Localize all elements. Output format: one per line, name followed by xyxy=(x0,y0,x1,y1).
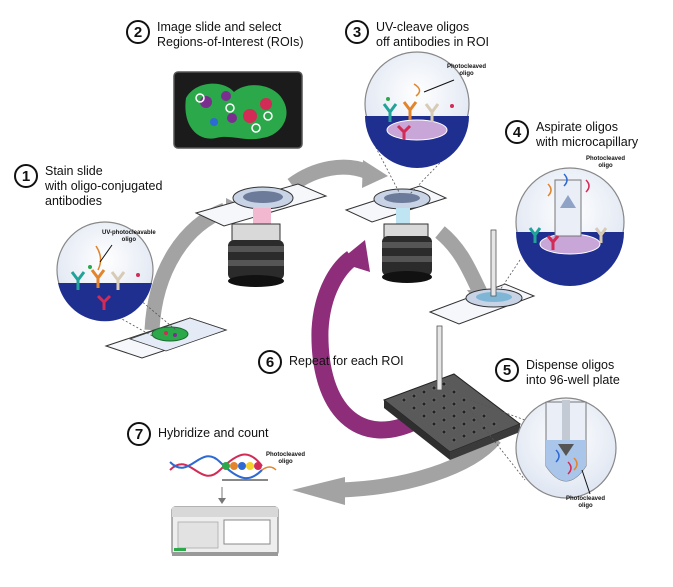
step-7-line-1: Hybridize and count xyxy=(158,426,269,440)
step-1-line-3: antibodies xyxy=(45,194,102,208)
photocleaved-oligo-label-step3: Photocleaved oligo xyxy=(447,64,487,77)
step-2-line-2: Regions-of-Interest (ROIs) xyxy=(157,35,304,49)
step-4-aspirate: 4 Aspirate oligos with microcapillary xyxy=(505,120,638,150)
aspiration-zoom-step4 xyxy=(515,167,625,286)
step-number-badge: 4 xyxy=(505,120,529,144)
well-zoom-step5 xyxy=(515,397,617,499)
step-6-line-1: Repeat for each ROI xyxy=(289,354,404,368)
cycle-arrow-top xyxy=(287,159,371,192)
microscope-step2 xyxy=(194,183,328,287)
step-number-badge: 6 xyxy=(258,350,282,374)
step-2-image: 2 Image slide and select Regions-of-Inte… xyxy=(126,20,304,50)
photocleaved-oligo-label-step7: Photocleaved oligo xyxy=(266,452,306,465)
96-well-plate xyxy=(382,325,522,460)
step-number-badge: 7 xyxy=(127,422,151,446)
cycle-arrow-left xyxy=(144,202,228,331)
step-4-line-2: with microcapillary xyxy=(536,135,639,149)
stain-slide xyxy=(104,317,228,359)
photocleaved-oligo-label-step4: Photocleaved oligo xyxy=(586,156,626,169)
ncounter-instrument xyxy=(171,506,279,556)
step-number-badge: 5 xyxy=(495,358,519,382)
step-4-line-1: Aspirate oligos xyxy=(536,120,618,134)
uv-photocleavable-oligo-label: UV-photocleavable oligo xyxy=(102,230,156,243)
cycle-arrow-bottom xyxy=(339,432,501,498)
photocleaved-oligo-label-step5: Photocleaved oligo xyxy=(566,496,606,509)
step-1-line-2: with oligo-conjugated xyxy=(45,179,163,193)
step-2-line-1: Image slide and select xyxy=(157,20,282,34)
roi-image-monitor xyxy=(173,71,303,149)
hybridization-strand xyxy=(169,453,277,504)
step-5-line-1: Dispense oligos xyxy=(526,358,615,372)
repeat-arrow xyxy=(311,251,422,439)
step-6-repeat: 6 Repeat for each ROI xyxy=(258,350,404,374)
capillary-slide-step4 xyxy=(428,229,536,325)
step-3-uv-cleave: 3 UV-cleave oligos off antibodies in ROI xyxy=(345,20,489,50)
step-3-line-1: UV-cleave oligos xyxy=(376,20,470,34)
cycle-arrowhead-bottom xyxy=(292,477,345,505)
cycle-arrow-right xyxy=(435,226,487,296)
repeat-arrowhead xyxy=(338,240,370,272)
step-3-line-2: off antibodies in ROI xyxy=(376,35,490,49)
step-number-badge: 1 xyxy=(14,164,38,188)
step-1-line-1: Stain slide xyxy=(45,164,103,178)
microscope-step3 xyxy=(344,185,448,283)
step-number-badge: 3 xyxy=(345,20,369,44)
cycle-arrowhead-top xyxy=(362,160,388,188)
step-7-hybridize: 7 Hybridize and count xyxy=(127,422,268,446)
step-5-dispense: 5 Dispense oligos into 96-well plate xyxy=(495,358,620,388)
step-5-line-2: into 96-well plate xyxy=(526,373,620,387)
step-1-stain: 1 Stain slide with oligo-conjugated anti… xyxy=(14,164,162,209)
step-number-badge: 2 xyxy=(126,20,150,44)
antibody-zoom-step1 xyxy=(56,221,154,322)
antibody-zoom-step3 xyxy=(364,51,470,168)
